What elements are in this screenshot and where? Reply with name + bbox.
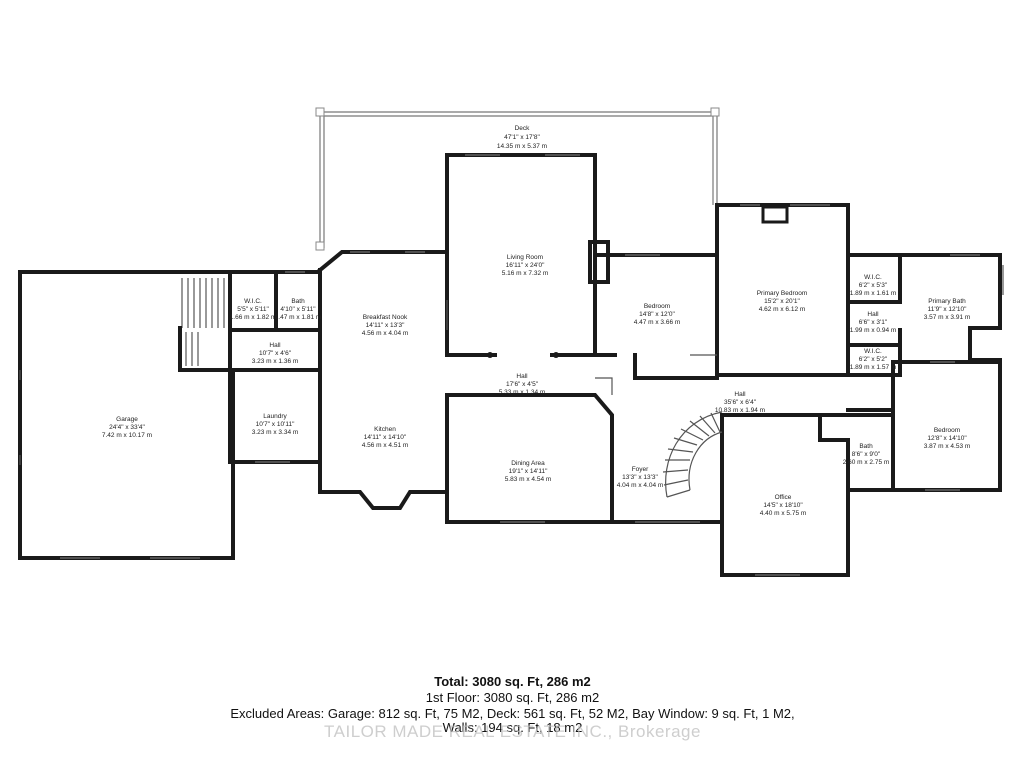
room-name: Hall — [867, 311, 879, 318]
room-dim-metric: 1.66 m x 1.82 m — [230, 314, 277, 321]
room-name: W.I.C. — [864, 348, 882, 355]
office-walls — [720, 413, 895, 577]
room-dim-metric: 1.99 m x 0.94 m — [850, 327, 897, 334]
spiral-stairs — [662, 411, 723, 498]
floor-plan: Deck 47'1" x 17'8" 14.35 m x 5.37 m Livi… — [18, 107, 1004, 577]
room-dim-metric: 3.57 m x 3.91 m — [924, 314, 971, 321]
total-area: Total: 3080 sq. Ft, 286 m2 — [434, 674, 591, 689]
room-dim-imperial: 19'1" x 14'11" — [509, 468, 548, 475]
room-dim-imperial: 4'10" x 5'11" — [280, 306, 316, 313]
room-name: Breakfast Nook — [363, 314, 408, 321]
room-dim-imperial: 14'11" x 13'3" — [366, 322, 405, 329]
room-dim-imperial: 10'7" x 10'11" — [256, 421, 295, 428]
excluded-areas: Excluded Areas: Garage: 812 sq. Ft, 75 M… — [230, 706, 795, 721]
room-dim-imperial: 10'7" x 4'6" — [259, 350, 292, 357]
room-dim-imperial: 6'2" x 5'3" — [859, 282, 888, 289]
room-name: Living Room — [507, 254, 543, 261]
room-dim-metric: 1.47 m x 1.81 m — [275, 314, 322, 321]
room-dim-metric: 10.83 m x 1.94 m — [715, 407, 765, 414]
room-dim-imperial: 13'3" x 13'3" — [622, 474, 658, 481]
room-dim-metric: 14.35 m x 5.37 m — [497, 143, 547, 150]
room-labels: Deck 47'1" x 17'8" 14.35 m x 5.37 m Livi… — [102, 125, 970, 517]
fireplace — [588, 240, 610, 284]
room-dim-metric: 3.23 m x 3.34 m — [252, 429, 299, 436]
walls-area: Walls: 194 sq. Ft, 18 m2 — [442, 720, 583, 735]
room-dim-imperial: 24'4" x 33'4" — [109, 424, 145, 431]
room-dim-imperial: 5'5" x 5'11" — [237, 306, 269, 313]
room-dim-imperial: 12'8" x 14'10" — [927, 435, 967, 442]
room-dim-metric: 4.40 m x 5.75 m — [760, 510, 807, 517]
brokerage-watermark: TAILOR MADE REAL ESTATE INC., Brokerage — [324, 722, 701, 741]
room-dim-imperial: 47'1" x 17'8" — [504, 134, 540, 141]
room-dim-imperial: 6'6" x 3'1" — [859, 319, 888, 326]
room-dim-imperial: 14'11" x 14'10" — [364, 434, 407, 441]
room-dim-imperial: 16'11" x 24'0" — [506, 262, 545, 269]
room-dim-imperial: 6'2" x 5'2" — [859, 356, 888, 363]
room-name: Office — [775, 494, 792, 501]
room-name: Kitchen — [374, 426, 396, 433]
living-room-walls — [445, 153, 610, 358]
room-name: Hall — [734, 391, 746, 398]
room-dim-metric: 4.56 m x 4.04 m — [362, 330, 409, 337]
room-dim-imperial: 17'6" x 4'5" — [506, 381, 539, 388]
kitchen-block-walls — [317, 153, 449, 510]
room-name: Primary Bedroom — [757, 290, 808, 297]
room-dim-metric: 5.16 m x 7.32 m — [502, 270, 549, 277]
room-name: Bath — [859, 443, 873, 450]
room-dim-imperial: 35'6" x 6'4" — [724, 399, 757, 406]
room-name: Bedroom — [644, 303, 670, 310]
room-name: Bedroom — [934, 427, 960, 434]
room-name: Garage — [116, 416, 138, 423]
room-dim-metric: 4.47 m x 3.66 m — [634, 319, 681, 326]
room-dim-imperial: 14'8" x 12'0" — [639, 311, 675, 318]
garage-stairs — [178, 278, 232, 372]
room-name: W.I.C. — [864, 274, 882, 281]
room-name: Laundry — [263, 413, 287, 420]
room-dim-metric: 1.89 m x 1.61 m — [850, 290, 897, 297]
room-dim-metric: 4.62 m x 6.12 m — [759, 306, 806, 313]
room-dim-metric: 3.87 m x 4.53 m — [924, 443, 971, 450]
room-name: Deck — [515, 125, 531, 132]
room-name: Dining Area — [511, 460, 545, 467]
room-dim-metric: 5.33 m x 1.34 m — [499, 389, 546, 396]
room-name: Foyer — [632, 466, 649, 473]
room-dim-imperial: 15'2" x 20'1" — [764, 298, 800, 305]
room-dim-metric: 5.83 m x 4.54 m — [505, 476, 552, 483]
room-dim-imperial: 11'9" x 12'10" — [928, 306, 967, 313]
garage-walls — [18, 270, 235, 560]
first-floor-area: 1st Floor: 3080 sq. Ft, 286 m2 — [425, 690, 600, 705]
room-dim-imperial: 14'5" x 18'10" — [763, 502, 803, 509]
room-name: W.I.C. — [244, 298, 262, 305]
deck-outline — [315, 107, 720, 271]
dining-foyer-walls — [445, 377, 724, 524]
room-dim-metric: 7.42 m x 10.17 m — [102, 432, 152, 439]
room-name: Primary Bath — [928, 298, 966, 305]
west-block-walls — [178, 268, 322, 494]
room-name: Bath — [291, 298, 305, 305]
room-name: Hall — [269, 342, 281, 349]
room-dim-metric: 4.56 m x 4.51 m — [362, 442, 409, 449]
bedroom-1-walls — [593, 203, 719, 380]
room-dim-metric: 4.04 m x 4.04 m — [617, 482, 664, 489]
room-dim-metric: 2.60 m x 2.75 m — [843, 459, 890, 466]
fireplace-primary — [761, 205, 789, 224]
room-name: Hall — [516, 373, 528, 380]
room-dim-metric: 1.89 m x 1.57 m — [850, 364, 897, 371]
room-dim-imperial: 8'6" x 9'0" — [852, 451, 881, 458]
room-dim-metric: 3.23 m x 1.36 m — [252, 358, 299, 365]
